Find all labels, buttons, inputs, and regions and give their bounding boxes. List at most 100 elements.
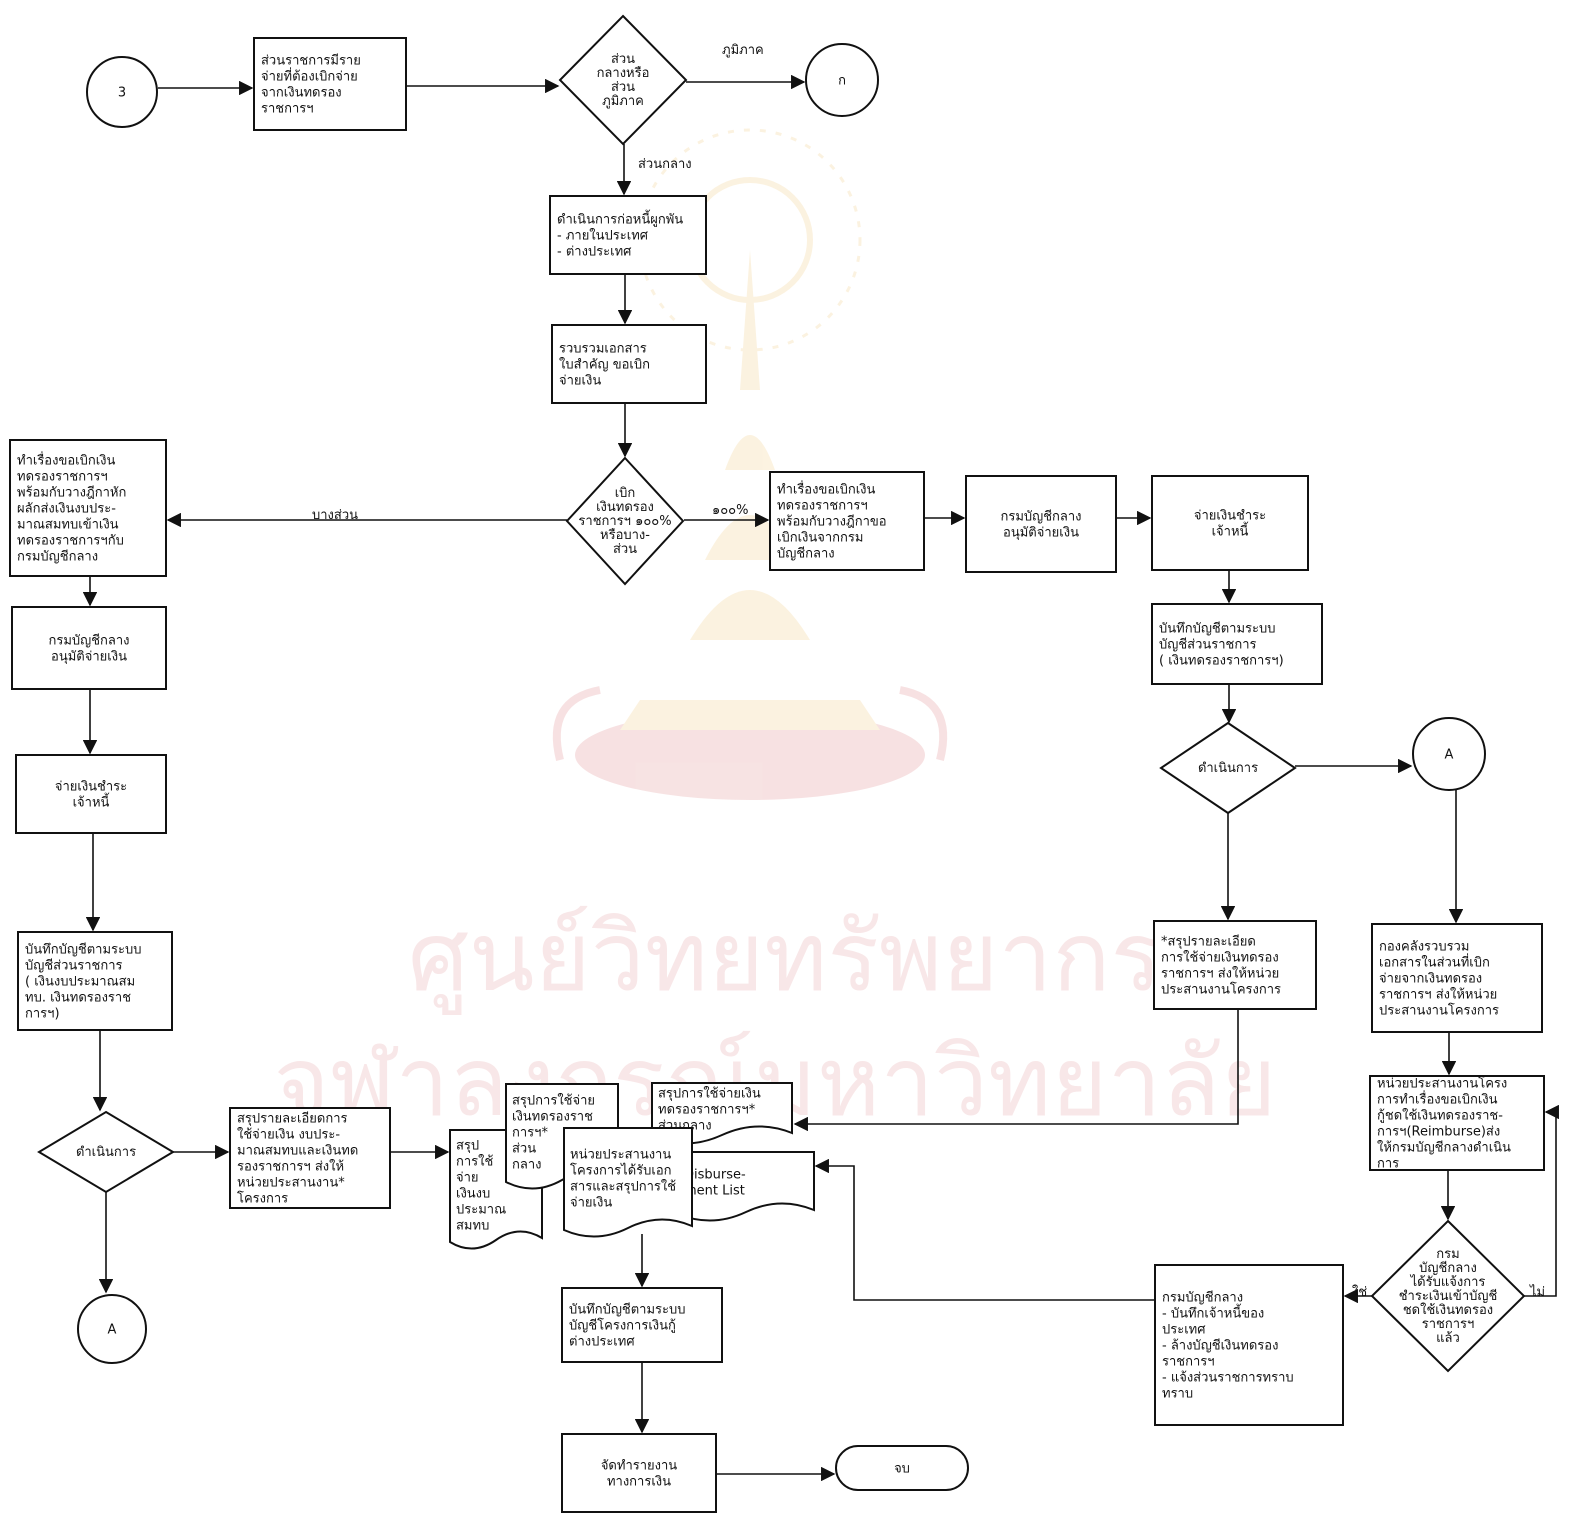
- node-c-ko: ก: [805, 43, 879, 117]
- node-text-line: ราชการฯ: [1422, 1317, 1475, 1332]
- node-text-line: บัญชีกลาง: [1419, 1260, 1477, 1276]
- flow-arrow: [814, 1158, 1155, 1301]
- flow-arrow: [1524, 1104, 1559, 1297]
- shape-proc-start: [253, 37, 407, 131]
- node-text-line: การใช้: [456, 1153, 494, 1169]
- node-text-line: ให้กรมบัญชีกลางดำเนิน: [1377, 1139, 1511, 1155]
- node-text-line: บันทึกบัญชีตามระบบ: [1159, 620, 1276, 636]
- node-text-line: ทางการเงิน: [607, 1474, 671, 1489]
- shape-proc-pay-l: [15, 754, 167, 834]
- shape-proc-record-r: [1151, 603, 1323, 685]
- node-text-line: รวบรวมเอกสาร: [559, 341, 647, 356]
- node-text-line: กรมบัญชีกลาง: [1162, 1289, 1243, 1305]
- node-text-line: ดำเนินการ: [76, 1145, 136, 1160]
- shape-proc-req-partial: [9, 439, 167, 577]
- shape-proc-summary-r: [1153, 920, 1317, 1010]
- node-text-line: บัญชีส่วนราชการ: [1159, 636, 1257, 652]
- flowchart-edges: [82, 74, 1559, 1482]
- node-text-line: ราชการฯ: [261, 101, 314, 116]
- shape-proc-record-proj: [561, 1287, 723, 1363]
- node-text-line: 3: [118, 85, 126, 100]
- node-text-line: ราชการฯ ๑๐๐%: [578, 514, 671, 529]
- node-text-line: ดำเนินการ: [1198, 761, 1258, 776]
- node-text-line: เงินงบ: [456, 1186, 490, 1201]
- flowchart-shapes: 3 ส่วนราชการมีรายจ่ายที่ต้องเบิกจ่ายจากเง…: [9, 14, 1545, 1513]
- node-text-line: A: [1445, 747, 1454, 762]
- node-text-line: ใช้จ่ายเงิน งบประ-: [237, 1126, 340, 1142]
- edge-label-full: ๑๐๐%: [712, 503, 748, 518]
- node-text-line: ( เงินทดรองราชการฯ): [1159, 653, 1284, 668]
- node-text-line: ใบสำคัญ ขอเบิก: [559, 356, 650, 372]
- node-term-end: จบ: [835, 1445, 969, 1491]
- shape-proc-reimburse: [1369, 1075, 1545, 1171]
- node-proc-reimburse: หน่วยประสานงานโครงการทำเรื่องขอเบิกเงินก…: [1369, 1075, 1545, 1171]
- shape-dec-cgd: [1370, 1219, 1526, 1373]
- node-text-line: จ่าย: [456, 1170, 479, 1185]
- node-dec-op-l: ดำเนินการ: [37, 1110, 175, 1194]
- shape-doc-main: [563, 1127, 693, 1238]
- node-text-line: หรือบาง-: [600, 527, 650, 543]
- shape-dec-op-r: [1159, 721, 1297, 815]
- node-text-line: ประสานงานโครงการ: [1161, 981, 1281, 997]
- node-text-line: การฯ*: [512, 1125, 548, 1140]
- node-text-line: ราชการฯ ส่งให้หน่วย: [1379, 986, 1497, 1002]
- node-text-line: เงินทดรอง: [596, 500, 654, 515]
- node-text-line: ประมาณ: [456, 1202, 506, 1217]
- node-proc-summary-r: *สรุปรายละเอียดการใช้จ่ายเงินทดรองราชการ…: [1153, 920, 1317, 1010]
- node-text-line: รองราชการฯ ส่งให้: [237, 1158, 344, 1174]
- node-text-line: ชำระเงินเข้าบัญชี: [1399, 1288, 1498, 1304]
- node-text-line: จ่ายเงินชำระ: [1194, 508, 1266, 523]
- node-text-line: สรุปการใช้จ่ายเงิน: [658, 1085, 761, 1101]
- node-text-line: ทบ. เงินทดรองราช: [25, 990, 131, 1005]
- edge-label-central: ส่วนกลาง: [638, 157, 692, 172]
- node-text-line: จ่ายจากเงินทดรอง: [1379, 971, 1482, 986]
- node-proc-req-partial: ทำเรื่องขอเบิกเงินทดรองราชการฯพร้อมกับวา…: [9, 439, 167, 577]
- edge-label-partial: บางส่วน: [312, 508, 358, 523]
- node-text-line: พร้อมกับวางฎีกาหัก: [17, 484, 126, 500]
- node-text-line: เจ้าหนี้: [73, 792, 110, 810]
- node-text-line: ราชการฯ: [1162, 1354, 1215, 1369]
- node-text-line: จ่ายเงิน: [559, 373, 601, 388]
- node-text-line: สรุปรายละเอียดการ: [237, 1110, 347, 1126]
- node-text-line: การทำเรื่องขอเบิกเงิน: [1377, 1090, 1498, 1107]
- node-text-line: จบ: [894, 1461, 910, 1476]
- node-text-line: อนุมัติจ่ายเงิน: [1003, 525, 1079, 540]
- shape-proc-treasury: [1371, 923, 1543, 1033]
- node-text-line: จากเงินทดรอง: [261, 85, 342, 100]
- node-text-line: มาณสมทบเข้าเงิน: [17, 517, 119, 532]
- node-text-line: สรุปการใช้จ่าย: [512, 1092, 595, 1108]
- node-text-line: - ต่างประเทศ: [557, 244, 632, 259]
- node-text-line: ทราบ: [1162, 1386, 1193, 1401]
- edge-label-no: ไม่: [1529, 1284, 1545, 1300]
- node-proc-commit: ดำเนินการก่อหนี้ผูกพัน- ภายในประเทศ- ต่า…: [549, 195, 707, 275]
- shape-doc4: [677, 1151, 815, 1222]
- node-text-line: ดำเนินการก่อหนี้ผูกพัน: [557, 209, 683, 227]
- node-proc-treasury: กองคลังรวบรวมเอกสารในส่วนที่เบิกจ่ายจากเ…: [1371, 923, 1543, 1033]
- node-text-line: ทดรองราชการฯ*: [658, 1102, 756, 1117]
- node-text-line: ภูมิภาค: [602, 94, 644, 109]
- node-text-line: เอกสารในส่วนที่เบิก: [1379, 953, 1490, 970]
- node-text-line: - แจ้งส่วนราชการทราบ: [1162, 1370, 1294, 1385]
- shape-term-end: [835, 1445, 969, 1491]
- flowchart-edge-labels: ภูมิภาค ส่วนกลาง บางส่วน ๑๐๐% ใช่ ไม่: [312, 43, 1545, 1300]
- node-text-line: อนุมัติจ่ายเงิน: [51, 649, 127, 664]
- node-c3: 3: [86, 56, 158, 128]
- node-proc-start: ส่วนราชการมีรายจ่ายที่ต้องเบิกจ่ายจากเงิ…: [253, 37, 407, 131]
- node-text-line: แล้ว: [1436, 1331, 1460, 1346]
- node-text-line: เบิก: [615, 486, 636, 501]
- shape-proc-approve-r: [965, 475, 1117, 573]
- node-text-line: กรมบัญชีกลาง: [17, 548, 98, 564]
- node-text-line: ก: [838, 73, 846, 88]
- node-text-line: ประสานงานโครงการ: [1379, 1002, 1499, 1018]
- node-text-line: กลางหรือ: [597, 65, 650, 81]
- node-text-line: โครงการ: [237, 1190, 288, 1206]
- shape-proc-pay-r: [1151, 475, 1309, 571]
- node-text-line: ชดใช้เงินทดรอง: [1403, 1302, 1493, 1318]
- node-dec-cgd: กรมบัญชีกลางได้รับแจ้งการชำระเงินเข้าบัญ…: [1370, 1219, 1526, 1373]
- node-text-line: สมทบ: [456, 1218, 489, 1233]
